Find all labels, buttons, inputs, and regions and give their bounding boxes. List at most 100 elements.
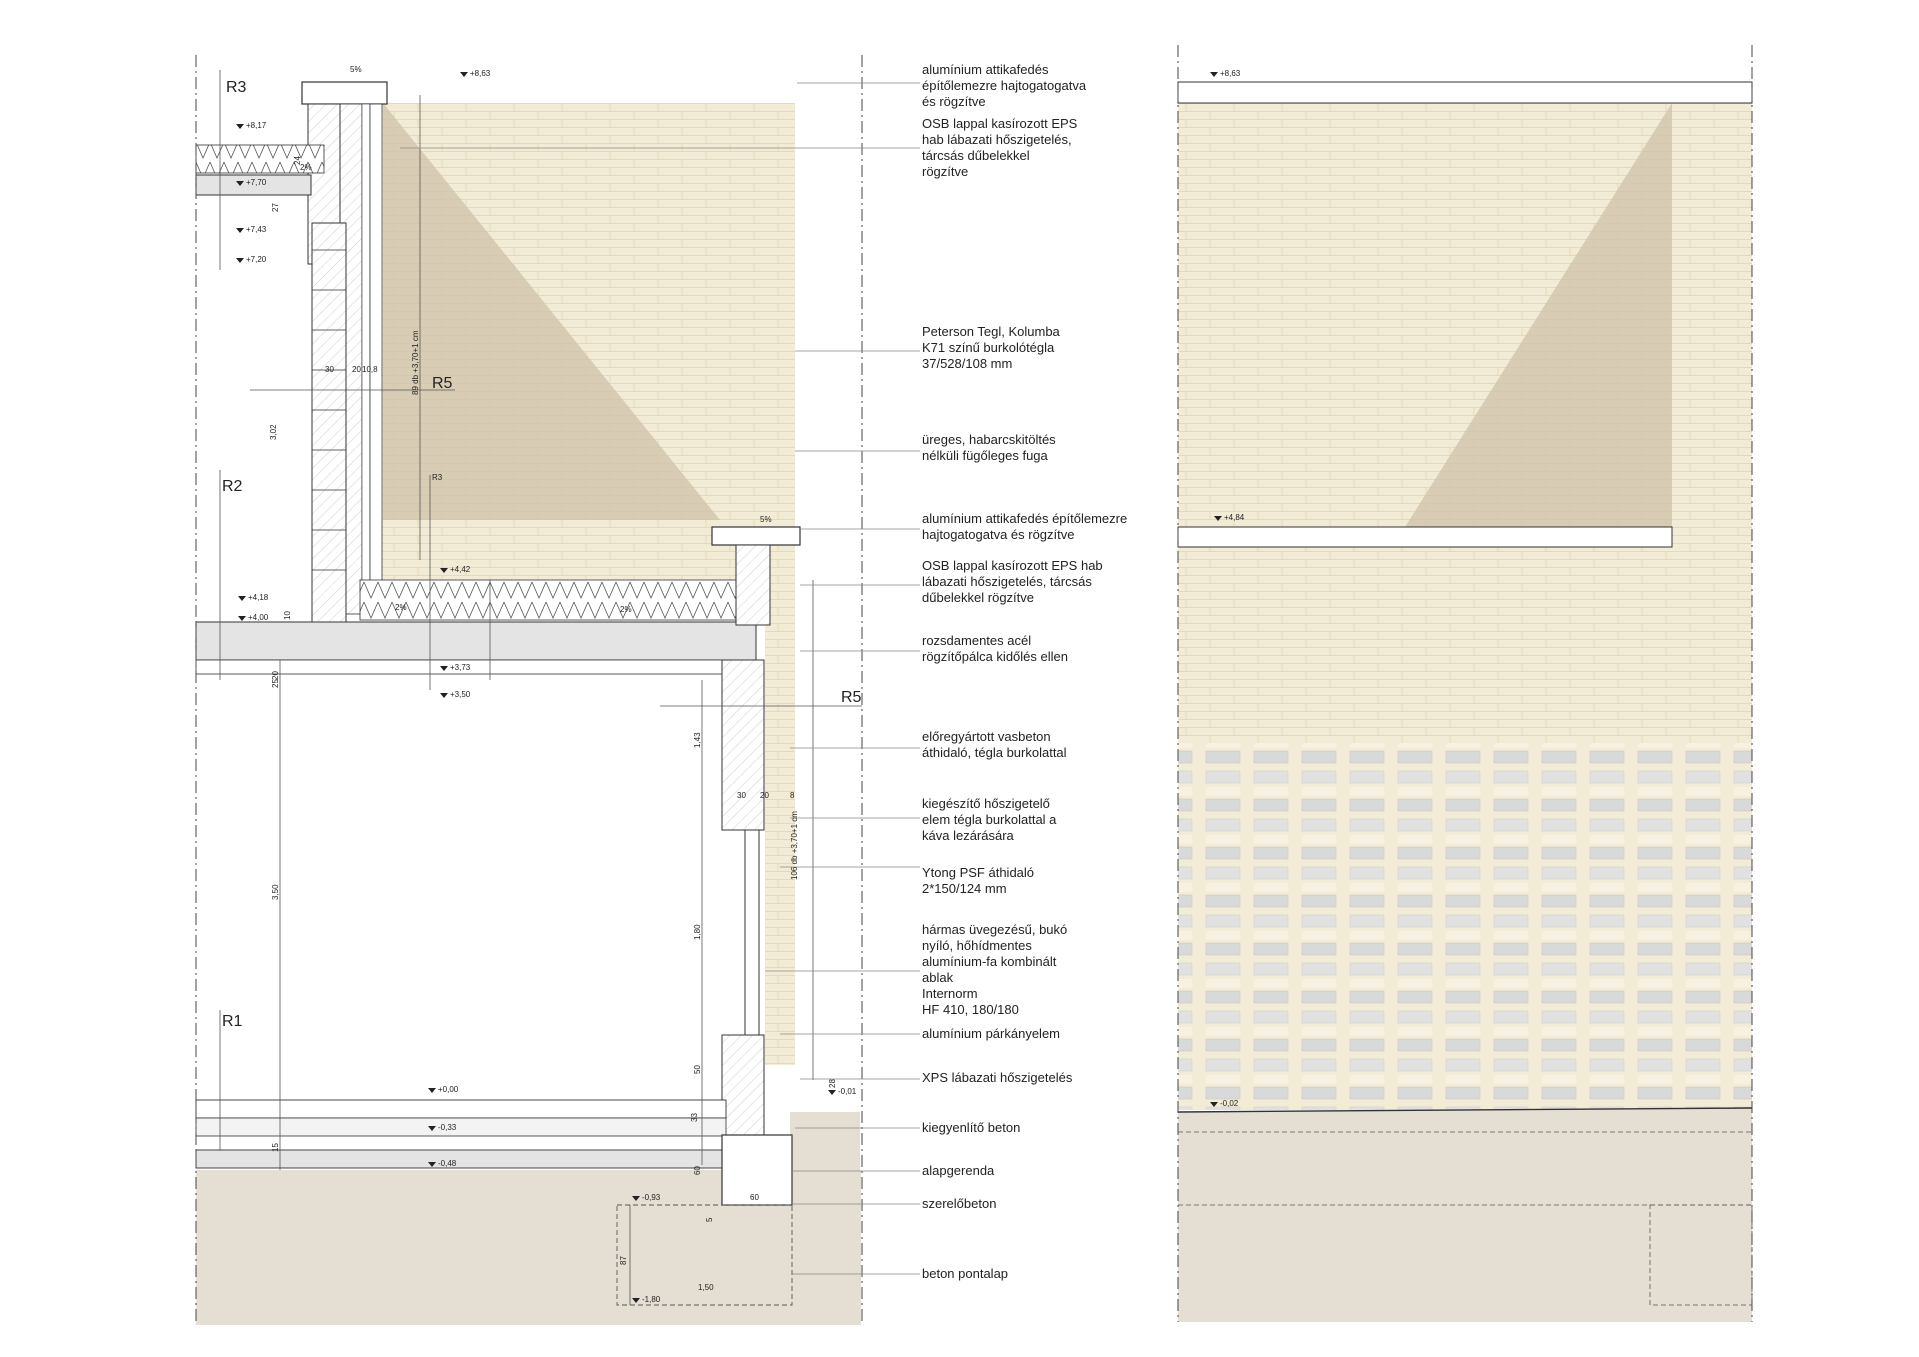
section-label-r3: R3 bbox=[226, 79, 247, 96]
annotation-line: lábazati hőszigetelés, tárcsás bbox=[922, 574, 1092, 589]
ground-floor-slab bbox=[195, 1099, 727, 1119]
annotation-line: áthidaló, tégla burkolattal bbox=[922, 745, 1067, 760]
annotation-line: káva lezárására bbox=[922, 828, 1015, 843]
dimension-label: 20 bbox=[271, 671, 280, 680]
dimension-label: 5% bbox=[760, 515, 772, 524]
dimension-label: 50 bbox=[693, 1065, 702, 1074]
annotation-line: alapgerenda bbox=[922, 1163, 995, 1178]
annotation-line: OSB lappal kasírozott EPS bbox=[922, 116, 1078, 131]
section-label-r1: R1 bbox=[222, 1013, 243, 1030]
dimension-label: 2% bbox=[395, 603, 407, 612]
annotation-line: Internorm bbox=[922, 986, 978, 1001]
level-mark: +8,63 bbox=[470, 69, 491, 78]
dimension-label: R3 bbox=[432, 473, 443, 482]
annotation-line: elem tégla burkolattal a bbox=[922, 812, 1057, 827]
dimension-label: 60 bbox=[750, 1193, 759, 1202]
dimension-label: 1,80 bbox=[693, 924, 702, 940]
soil-area bbox=[790, 1112, 860, 1172]
upper-brick-strip bbox=[369, 103, 383, 615]
lower-masonry bbox=[721, 659, 765, 831]
level-marker bbox=[236, 181, 244, 186]
level-marker bbox=[440, 568, 448, 573]
annotation-line: kiegyenlítő beton bbox=[922, 1120, 1020, 1135]
annotation-line: 37/528/108 mm bbox=[922, 356, 1012, 371]
annotation-line: alumínium attikafedés építőlemezre bbox=[922, 511, 1127, 526]
level-marker bbox=[1210, 1102, 1218, 1107]
level-marker bbox=[828, 1090, 836, 1095]
dimension-label: 15 bbox=[271, 1143, 280, 1152]
dimension-label: 2% bbox=[300, 163, 312, 172]
level-mark: +3,50 bbox=[450, 690, 471, 699]
dimension-label: 5% bbox=[350, 65, 362, 74]
elevation-level-mark: +4,84 bbox=[1224, 513, 1245, 522]
annotation-line: alumínium-fa kombinált bbox=[922, 954, 1057, 969]
annotation: beton pontalap bbox=[922, 1266, 1008, 1281]
dimension-label: 87 bbox=[619, 1256, 628, 1265]
annotation-line: dűbelekkel rögzítve bbox=[922, 590, 1034, 605]
annotation: XPS lábazati hőszigetelés bbox=[922, 1070, 1073, 1085]
level-mark: -0,33 bbox=[438, 1123, 457, 1132]
upper-wall-tie bbox=[361, 103, 371, 615]
dimension-label: 28 bbox=[828, 1079, 837, 1088]
level-marker bbox=[236, 258, 244, 263]
section-cut-label: R5 bbox=[432, 375, 453, 392]
roof-insulation-r3 bbox=[195, 144, 325, 174]
elevation-parapet-top bbox=[1177, 81, 1753, 104]
annotation-line: rozsdamentes acél bbox=[922, 633, 1031, 648]
annotation-line: ablak bbox=[922, 970, 954, 985]
dimension-label: 106 db +3,70+1 cm bbox=[790, 811, 799, 880]
dimension-label: 89 db +3,70+1 cm bbox=[411, 330, 420, 395]
annotation-line: kiegészítő hőszigetelő bbox=[922, 796, 1050, 811]
shadow-triangle bbox=[383, 103, 720, 520]
level-marker bbox=[236, 228, 244, 233]
level-marker bbox=[236, 124, 244, 129]
roof-insulation-r2 bbox=[359, 579, 739, 621]
annotation-line: alumínium párkányelem bbox=[922, 1026, 1060, 1041]
parapet-cap-lower bbox=[711, 526, 801, 546]
annotation-line: Peterson Tegl, Kolumba bbox=[922, 324, 1061, 339]
annotation-line: OSB lappal kasírozott EPS hab bbox=[922, 558, 1103, 573]
level-mark: +4,00 bbox=[248, 613, 269, 622]
level-marker bbox=[428, 1088, 436, 1093]
level-marker bbox=[238, 616, 246, 621]
annotation-line: tárcsás dűbelekkel bbox=[922, 148, 1030, 163]
annotation-line: K71 színű burkolótégla bbox=[922, 340, 1055, 355]
level-marker bbox=[632, 1298, 640, 1303]
level-mark: +3,73 bbox=[450, 663, 471, 672]
annotation-line: alumínium attikafedés bbox=[922, 62, 1049, 77]
lower-masonry-base bbox=[721, 1034, 765, 1136]
elevation-soil bbox=[1178, 1108, 1752, 1322]
elevation-level-mark: +8,63 bbox=[1220, 69, 1241, 78]
annotation-line: nélküli fügőleges fuga bbox=[922, 448, 1049, 463]
elevation-parapet-mid bbox=[1177, 526, 1673, 548]
level-mark: -0,93 bbox=[642, 1193, 661, 1202]
window-frame bbox=[744, 829, 760, 1036]
level-mark: -1,80 bbox=[642, 1295, 661, 1304]
level-marker bbox=[440, 693, 448, 698]
dimension-label: 8 bbox=[790, 791, 795, 800]
dimension-label: 20 bbox=[760, 791, 769, 800]
annotation-line: beton pontalap bbox=[922, 1266, 1008, 1281]
foundation-beam bbox=[721, 1134, 793, 1206]
elevation-level-mark: -0,02 bbox=[1220, 1099, 1239, 1108]
masonry-wall bbox=[311, 222, 347, 624]
dimension-label: 27 bbox=[271, 203, 280, 212]
annotation-line: hármas üvegezésű, bukó bbox=[922, 922, 1067, 937]
pad-footing bbox=[616, 1204, 793, 1306]
annotation-line: előregyártott vasbeton bbox=[922, 729, 1051, 744]
brick-cladding-lower bbox=[765, 545, 795, 1065]
annotation-line: rögzítve bbox=[922, 164, 968, 179]
elevation-ground-line bbox=[1177, 1107, 1753, 1113]
level-mark: -0,48 bbox=[438, 1159, 457, 1168]
dimension-label: 60 bbox=[693, 1166, 702, 1175]
annotation-line: üreges, habarcskitöltés bbox=[922, 432, 1056, 447]
dimension-label: 20 bbox=[352, 365, 361, 374]
annotation-line: nyíló, hőhídmentes bbox=[922, 938, 1032, 953]
ground-insulation bbox=[195, 1117, 727, 1137]
